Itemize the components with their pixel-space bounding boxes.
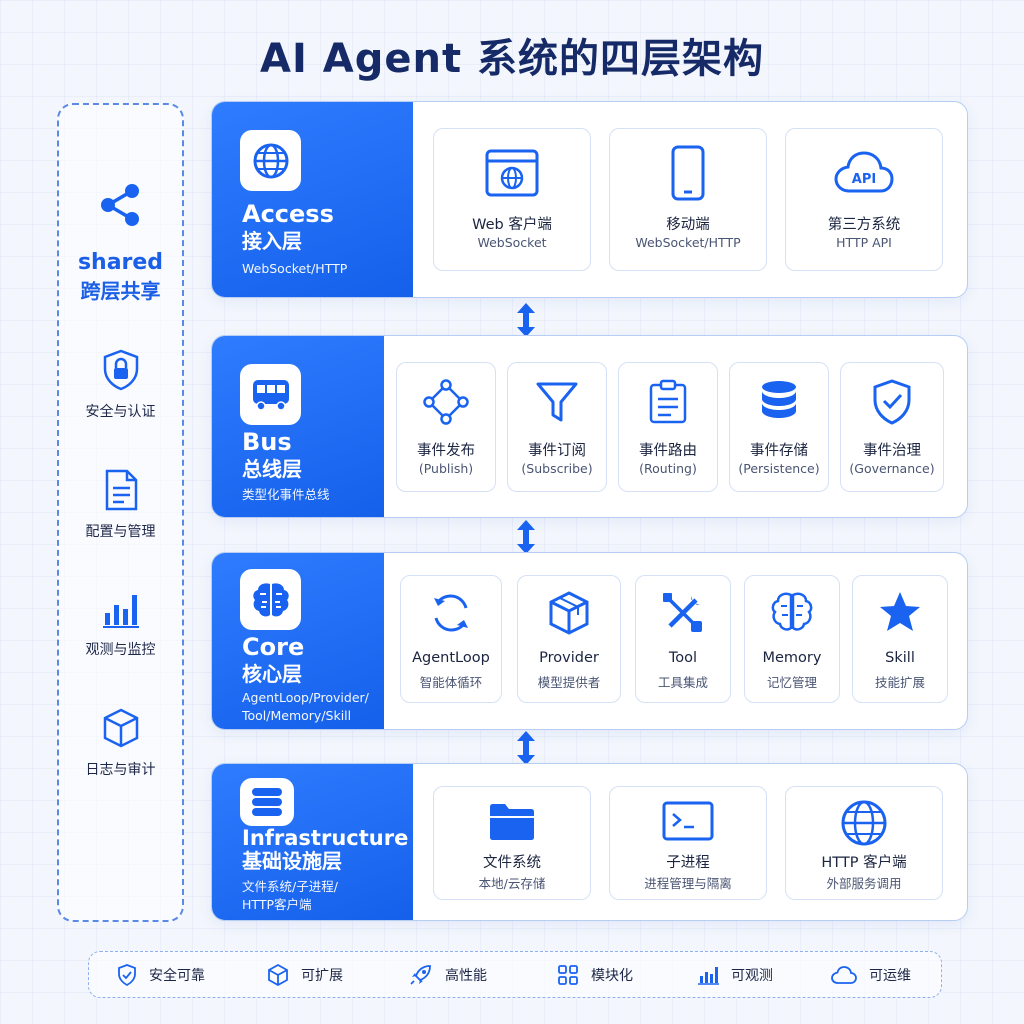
core-desc-line2: Tool/Memory/Skill [242, 708, 352, 723]
shared-subtitle: 跨层共享 [80, 279, 161, 303]
box-icon [103, 708, 138, 748]
document-icon [105, 469, 137, 511]
core-layer: Core 核心层 AgentLoop/Provider/ Tool/Memory… [211, 552, 968, 730]
double-arrow-icon [517, 303, 535, 337]
card-third-party[interactable]: API 第三方系统 HTTP API [785, 128, 943, 271]
share-icon [101, 184, 139, 226]
terminal-icon [662, 801, 714, 841]
infra-desc-line1: 文件系统/子进程/ [242, 879, 338, 894]
shared-item-observe: 观测与监控 [59, 589, 182, 659]
cube-icon [549, 591, 589, 635]
infra-desc-line2: HTTP客户端 [242, 897, 312, 912]
core-title-cn: 核心层 [242, 662, 302, 686]
access-title-en: Access [242, 200, 334, 228]
feature-bar: 安全可靠 可扩展 高性能 模块化 [88, 951, 942, 998]
card-filesystem[interactable]: 文件系统 本地/云存储 [433, 786, 591, 900]
lock-shield-icon [103, 349, 138, 391]
core-desc-line1: AgentLoop/Provider/ [242, 690, 369, 705]
bus-layer-header: Bus 总线层 类型化事件总线 [212, 336, 384, 517]
cloud-icon [831, 966, 857, 984]
clipboard-icon [649, 379, 687, 424]
feature-extensible: 可扩展 [267, 964, 343, 986]
core-title-en: Core [242, 633, 305, 661]
bus-title-en: Bus [242, 428, 292, 456]
shield-check-icon [118, 964, 136, 986]
infrastructure-layer: Infrastructure 基础设施层 文件系统/子进程/ HTTP客户端 文… [211, 763, 968, 921]
card-tool[interactable]: Tool 工具集成 [635, 575, 731, 703]
card-publish[interactable]: 事件发布 (Publish) [396, 362, 496, 492]
card-subprocess[interactable]: 子进程 进程管理与隔离 [609, 786, 767, 900]
access-layer: Access 接入层 WebSocket/HTTP Web 客户端 WebSoc… [211, 101, 968, 298]
double-arrow-icon [517, 520, 535, 554]
shared-item-log: 日志与审计 [59, 707, 182, 779]
database-icon [762, 381, 796, 418]
cloud-api-icon: API [834, 151, 894, 193]
card-persistence[interactable]: 事件存储 (Persistence) [729, 362, 829, 492]
card-skill[interactable]: Skill 技能扩展 [852, 575, 948, 703]
card-routing[interactable]: 事件路由 (Routing) [618, 362, 718, 492]
folder-icon [490, 804, 534, 840]
bus-title-cn: 总线层 [242, 457, 302, 481]
bus-desc: 类型化事件总线 [242, 487, 330, 502]
access-title-cn: 接入层 [242, 229, 302, 253]
phone-icon [671, 145, 705, 201]
star-icon [880, 592, 920, 631]
shield-check-icon [873, 379, 911, 425]
core-layer-header: Core 核心层 AgentLoop/Provider/ Tool/Memory… [212, 553, 384, 729]
infrastructure-layer-header: Infrastructure 基础设施层 文件系统/子进程/ HTTP客户端 [212, 764, 413, 920]
filter-icon [536, 382, 578, 422]
card-http-client[interactable]: HTTP 客户端 外部服务调用 [785, 786, 943, 900]
page-title: AI Agent 系统的四层架构 [259, 36, 764, 82]
card-governance[interactable]: 事件治理 (Governance) [840, 362, 944, 492]
shared-item-security: 安全与认证 [59, 349, 182, 421]
access-desc: WebSocket/HTTP [242, 261, 348, 276]
double-arrow-icon [517, 731, 535, 765]
feature-modular: 模块化 [557, 964, 633, 986]
globe-icon [240, 130, 301, 191]
refresh-cycle-icon [434, 594, 468, 632]
card-subscribe[interactable]: 事件订阅 (Subscribe) [507, 362, 607, 492]
card-mobile[interactable]: 移动端 WebSocket/HTTP [609, 128, 767, 271]
bus-icon [240, 364, 301, 425]
server-stack-icon [240, 778, 294, 826]
network-nodes-icon [423, 379, 469, 425]
card-web-client[interactable]: Web 客户端 WebSocket [433, 128, 591, 271]
rocket-icon [410, 965, 431, 985]
infra-title-cn: 基础设施层 [242, 849, 342, 873]
grid-icon [558, 965, 578, 985]
bar-chart-icon [102, 595, 139, 628]
bus-layer: Bus 总线层 类型化事件总线 事件发布 (Publish) 事件订阅 (Sub… [211, 335, 968, 518]
globe-icon [841, 800, 887, 846]
feature-performance: 高性能 [409, 964, 487, 986]
brain-outline-icon [771, 592, 813, 631]
browser-icon [485, 149, 539, 197]
feature-observable: 可观测 [697, 964, 773, 986]
bar-chart-icon [698, 967, 719, 985]
shared-item-config: 配置与管理 [59, 469, 182, 541]
tools-icon [663, 593, 702, 632]
shared-panel: shared 跨层共享 安全与认证 配置与管理 观测与监控 [57, 103, 184, 922]
feature-reliable: 安全可靠 [117, 964, 205, 986]
brain-icon [240, 569, 301, 630]
svg-text:API: API [852, 172, 876, 187]
infra-title-en: Infrastructure [242, 826, 409, 850]
card-memory[interactable]: Memory 记忆管理 [744, 575, 840, 703]
cube-icon [268, 964, 288, 986]
shared-title: shared [77, 250, 164, 275]
feature-operable: 可运维 [831, 964, 911, 986]
access-layer-header: Access 接入层 WebSocket/HTTP [212, 102, 413, 297]
card-agentloop[interactable]: AgentLoop 智能体循环 [400, 575, 502, 703]
card-provider[interactable]: Provider 模型提供者 [517, 575, 621, 703]
